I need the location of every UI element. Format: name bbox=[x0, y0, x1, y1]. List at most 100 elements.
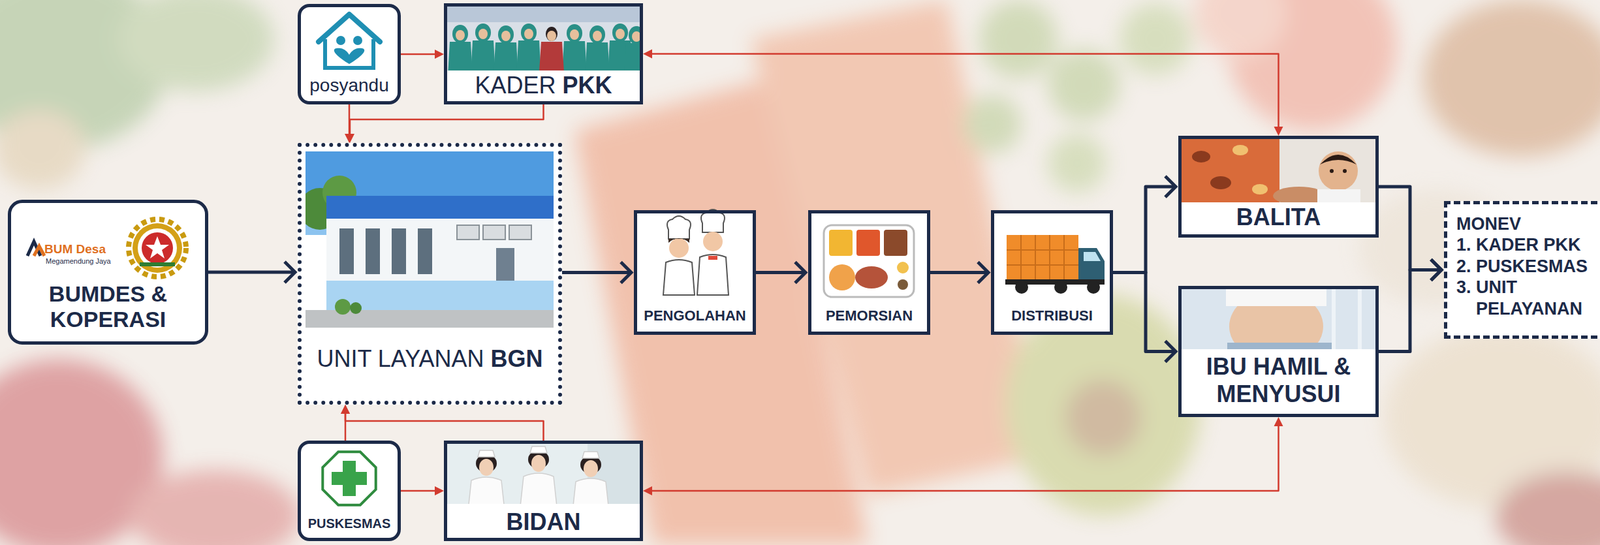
arrow-head bbox=[434, 49, 444, 59]
faded-food-photo-part-part bbox=[1064, 378, 1143, 457]
cooperative-logo-part bbox=[145, 236, 170, 259]
connector-line bbox=[649, 54, 1279, 130]
connector-line bbox=[1113, 272, 1176, 352]
cooking-icon-part bbox=[703, 231, 723, 252]
arrow-head bbox=[1165, 176, 1176, 198]
box-fills-part bbox=[1178, 285, 1379, 418]
connector-line bbox=[755, 270, 805, 275]
arrow-head bbox=[977, 262, 989, 284]
node-text: 3. UNIT PELAYANAN bbox=[1456, 276, 1594, 320]
arrow-head bbox=[1430, 259, 1442, 281]
meal-tray-icon-part bbox=[883, 229, 908, 256]
toddler-photo bbox=[1181, 139, 1376, 203]
connector-line bbox=[1378, 270, 1441, 352]
box-fills-part bbox=[297, 142, 563, 405]
cooperative-logo-part bbox=[141, 232, 173, 264]
connector-line bbox=[345, 411, 544, 441]
meal-tray-icon-part bbox=[823, 225, 914, 298]
posyandu-icon-part bbox=[353, 35, 363, 46]
cadre-photo-part bbox=[447, 6, 640, 23]
box-fills-part bbox=[7, 199, 209, 345]
cadre-photo-part bbox=[516, 23, 542, 71]
connector-line bbox=[208, 270, 295, 275]
target-box: IBU HAMIL & MENYUSUI bbox=[1178, 285, 1379, 418]
connector bbox=[930, 262, 989, 284]
cadre-photo-part bbox=[562, 24, 587, 71]
faded-food-photo-part-part bbox=[1047, 48, 1120, 121]
cooking-icon-part bbox=[708, 255, 718, 260]
connector bbox=[643, 49, 1284, 137]
cadre-photo-part bbox=[470, 23, 496, 71]
box-fills-part bbox=[443, 3, 644, 105]
node-text: posyandu bbox=[303, 75, 395, 96]
service-unit-photo-part bbox=[334, 298, 351, 315]
service-unit-photo-part bbox=[483, 225, 506, 240]
puskesmas-icon bbox=[322, 451, 376, 505]
toddler-photo-part bbox=[1181, 139, 1280, 203]
truck-icon-part bbox=[1006, 235, 1079, 280]
arrow-head bbox=[340, 404, 350, 414]
cadre-photo-part bbox=[539, 41, 565, 71]
midwife-photo-part bbox=[572, 451, 610, 504]
midwife-box: BIDAN bbox=[443, 440, 644, 542]
arrow-head bbox=[643, 486, 653, 496]
midwife-photo bbox=[447, 443, 640, 504]
faded-food-photo-part-part bbox=[1047, 133, 1107, 193]
cadre-photo-part bbox=[547, 30, 557, 42]
box-fills bbox=[7, 3, 1600, 542]
arrow-head bbox=[344, 133, 354, 143]
cooking-icon-part bbox=[667, 216, 691, 239]
meal-tray-icon-part bbox=[829, 229, 853, 256]
box-fills-part bbox=[297, 3, 401, 105]
arrow-head bbox=[284, 261, 296, 283]
service-unit-photo-part bbox=[326, 218, 554, 281]
pregnant-mother-photo-part bbox=[1225, 289, 1327, 307]
connector bbox=[1113, 272, 1176, 363]
cooking-icon-part bbox=[663, 259, 695, 296]
service-unit-photo-part bbox=[456, 225, 480, 240]
box-fills-part bbox=[808, 210, 931, 335]
service-unit-photo-part bbox=[326, 195, 554, 219]
cadre-photo-part bbox=[447, 24, 473, 71]
toddler-photo-part bbox=[1329, 169, 1334, 173]
connector bbox=[643, 417, 1284, 496]
toddler-photo-part bbox=[1317, 189, 1361, 203]
node-text: 1. KADER PKK bbox=[1456, 234, 1594, 256]
meal-tray-icon-part bbox=[897, 279, 909, 290]
arrow-head bbox=[1274, 417, 1284, 427]
service-unit-photo-part bbox=[496, 248, 515, 281]
meal-tray-icon bbox=[823, 225, 914, 298]
bold-word: PKK bbox=[562, 71, 613, 99]
connector bbox=[345, 104, 544, 143]
service-unit-photo-part bbox=[365, 228, 380, 275]
arrow-head bbox=[795, 262, 806, 284]
toddler-photo-part bbox=[1318, 151, 1358, 191]
service-unit-photo-part bbox=[417, 228, 433, 275]
meal-tray-icon-part bbox=[896, 261, 909, 274]
truck-icon-part bbox=[1006, 235, 1079, 280]
pregnant-mother-photo-part bbox=[1331, 289, 1336, 350]
faded-food-photo-part-part bbox=[979, 0, 1058, 79]
cadre-photo-part bbox=[584, 25, 610, 71]
box-fills-part bbox=[990, 210, 1114, 335]
cooking-icon-part bbox=[669, 238, 689, 258]
box-fills-part bbox=[1443, 201, 1600, 339]
service-unit-photo-part bbox=[305, 151, 554, 230]
posyandu-icon-part bbox=[318, 14, 380, 42]
toddler-photo-part bbox=[1232, 144, 1249, 156]
connector bbox=[208, 261, 296, 283]
pregnant-mother-photo-part bbox=[1227, 342, 1332, 350]
connector bbox=[1378, 259, 1442, 352]
connector-line bbox=[1113, 186, 1176, 273]
connector-line bbox=[649, 423, 1279, 491]
connector bbox=[340, 404, 544, 441]
arrow-head bbox=[1165, 341, 1176, 363]
cooperative-logo-part bbox=[132, 223, 183, 273]
connector bbox=[562, 262, 632, 284]
toddler-photo-part bbox=[1192, 150, 1211, 163]
puskesmas-icon-part bbox=[322, 451, 376, 505]
cooperative-logo bbox=[128, 219, 187, 277]
